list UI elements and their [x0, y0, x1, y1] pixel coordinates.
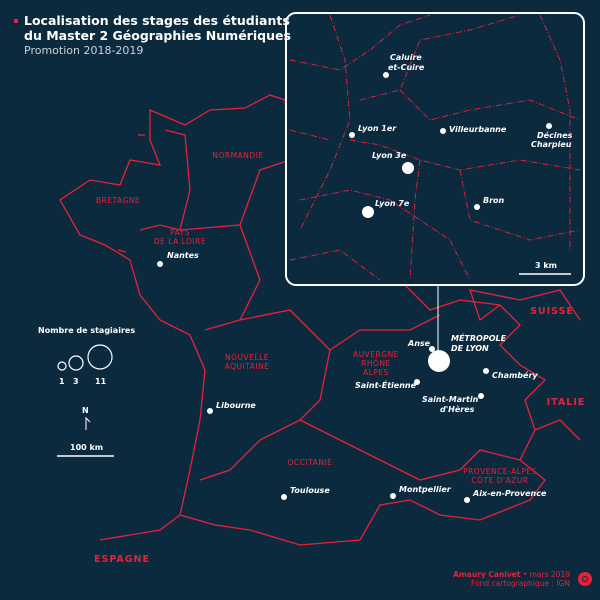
- cities-toulouse: Toulouse: [290, 486, 330, 495]
- inset-scale-label: 3 km: [535, 261, 557, 270]
- region-na-2: AQUITAINE: [225, 362, 270, 371]
- legend: Nombre de stagiaires 1 3 11 N 100 km: [38, 326, 135, 457]
- cities-smh1: Saint-Martin: [422, 395, 479, 404]
- city-labels: Nantes Libourne Toulouse Montpellier Aix…: [167, 251, 547, 498]
- region-pdl-2: DE LA LOIRE: [154, 237, 206, 246]
- inset-lyon7: Lyon 7e: [375, 199, 410, 208]
- point-libourne: [207, 408, 213, 414]
- islands: [117, 134, 145, 253]
- inset-villeurbanne: Villeurbanne: [449, 125, 507, 134]
- cities-nantes: Nantes: [167, 251, 199, 260]
- credits: Amaury Canivet • mars 2019 Fond cartogra…: [453, 570, 570, 588]
- cities-anse: Anse: [407, 339, 431, 348]
- inset-caluire2: et-Cuire: [388, 63, 425, 72]
- region-ara-2: RHÔNE: [361, 359, 391, 368]
- cities-montpellier: Montpellier: [399, 485, 452, 494]
- credit-date: • mars 2019: [520, 570, 570, 579]
- cities-aix: Aix-en-Provence: [472, 489, 547, 498]
- cities-libourne: Libourne: [216, 401, 256, 410]
- legend-title: Nombre de stagiaires: [38, 326, 135, 335]
- logo-icon: [578, 572, 592, 586]
- border-pdl: [179, 224, 261, 331]
- border-italie: [534, 419, 581, 441]
- region-paca-2: CÔTE D'AZUR: [471, 476, 528, 485]
- country-espagne: ESPAGNE: [94, 554, 150, 565]
- region-na: NOUVELLE: [225, 353, 269, 362]
- legend-circle-1: [57, 361, 67, 371]
- region-normandie: NORMANDIE: [212, 151, 263, 160]
- region-ara: AUVERGNE: [353, 350, 399, 359]
- credit-author: Amaury Canivet: [453, 570, 521, 579]
- border-occ: [299, 419, 521, 481]
- inset-lyon3: Lyon 3e: [372, 151, 407, 160]
- inset-decines2: Charpieu: [531, 140, 572, 149]
- north-label: N: [82, 406, 89, 415]
- cities-smh2: d'Hères: [440, 404, 475, 414]
- point-nantes: [157, 261, 163, 267]
- title-line1: Localisation des stages des étudiants: [24, 13, 290, 28]
- title-bullet: [14, 19, 18, 23]
- region-ara-3: ALPES: [363, 368, 389, 377]
- region-bretagne: BRETAGNE: [96, 196, 140, 205]
- inset-boundaries: [289, 14, 581, 281]
- region-pdl: PAYS: [170, 228, 190, 237]
- subtitle: Promotion 2018-2019: [24, 44, 144, 57]
- inset-decines1: Décines: [537, 130, 573, 140]
- map-title: Localisation des stages des étudiants du…: [14, 13, 291, 58]
- inset-lyon1: Lyon 1er: [358, 124, 397, 133]
- scale-label: 100 km: [70, 443, 103, 452]
- point-saint-etienne: [414, 379, 420, 385]
- point-aix: [464, 497, 470, 503]
- inset-lyon: Caluire et-Cuire Lyon 1er Villeurbanne D…: [285, 12, 585, 286]
- border-suisse: [469, 289, 581, 322]
- region-labels: NORMANDIE BRETAGNE PAYS DE LA LOIRE NOUV…: [94, 151, 586, 565]
- border-bretagne: [139, 129, 191, 231]
- point-chambery: [483, 368, 489, 374]
- legend-circle-11: [87, 344, 113, 370]
- point-metropole-lyon: [428, 350, 450, 372]
- border-na: [199, 309, 331, 481]
- region-paca: PROVENCE-ALPES: [463, 467, 537, 476]
- point-montpellier: [390, 493, 396, 499]
- france-outline: [59, 94, 581, 546]
- country-italie: ITALIE: [547, 397, 586, 408]
- legend-circle-3: [68, 355, 84, 371]
- title-line2: du Master 2 Géographies Numériques: [24, 28, 291, 43]
- border-espagne: [99, 514, 181, 541]
- cities-stetienne: Saint-Étienne: [355, 379, 417, 390]
- region-occitanie: OCCITANIE: [288, 458, 333, 467]
- point-saint-martin: [478, 393, 484, 399]
- inset-caluire1: Caluire: [390, 53, 422, 62]
- north-arrow-icon: [85, 416, 91, 430]
- border-ara-north: [329, 314, 441, 351]
- point-toulouse: [281, 494, 287, 500]
- country-suisse: SUISSE: [530, 306, 574, 317]
- border-normandie: [239, 159, 291, 226]
- cities-chambery: Chambéry: [492, 370, 538, 380]
- legend-values-1: 3: [73, 377, 79, 386]
- point-anse: [429, 346, 435, 352]
- inset-bron: Bron: [483, 196, 505, 205]
- credit-source: Fond cartographique : IGN: [471, 579, 570, 588]
- legend-values-2: 11: [95, 377, 107, 386]
- city-points: [157, 261, 489, 503]
- cities-metro1: MÉTROPOLE: [451, 332, 507, 343]
- legend-values-0: 1: [59, 377, 65, 386]
- cities-metro2: DE LYON: [451, 344, 489, 353]
